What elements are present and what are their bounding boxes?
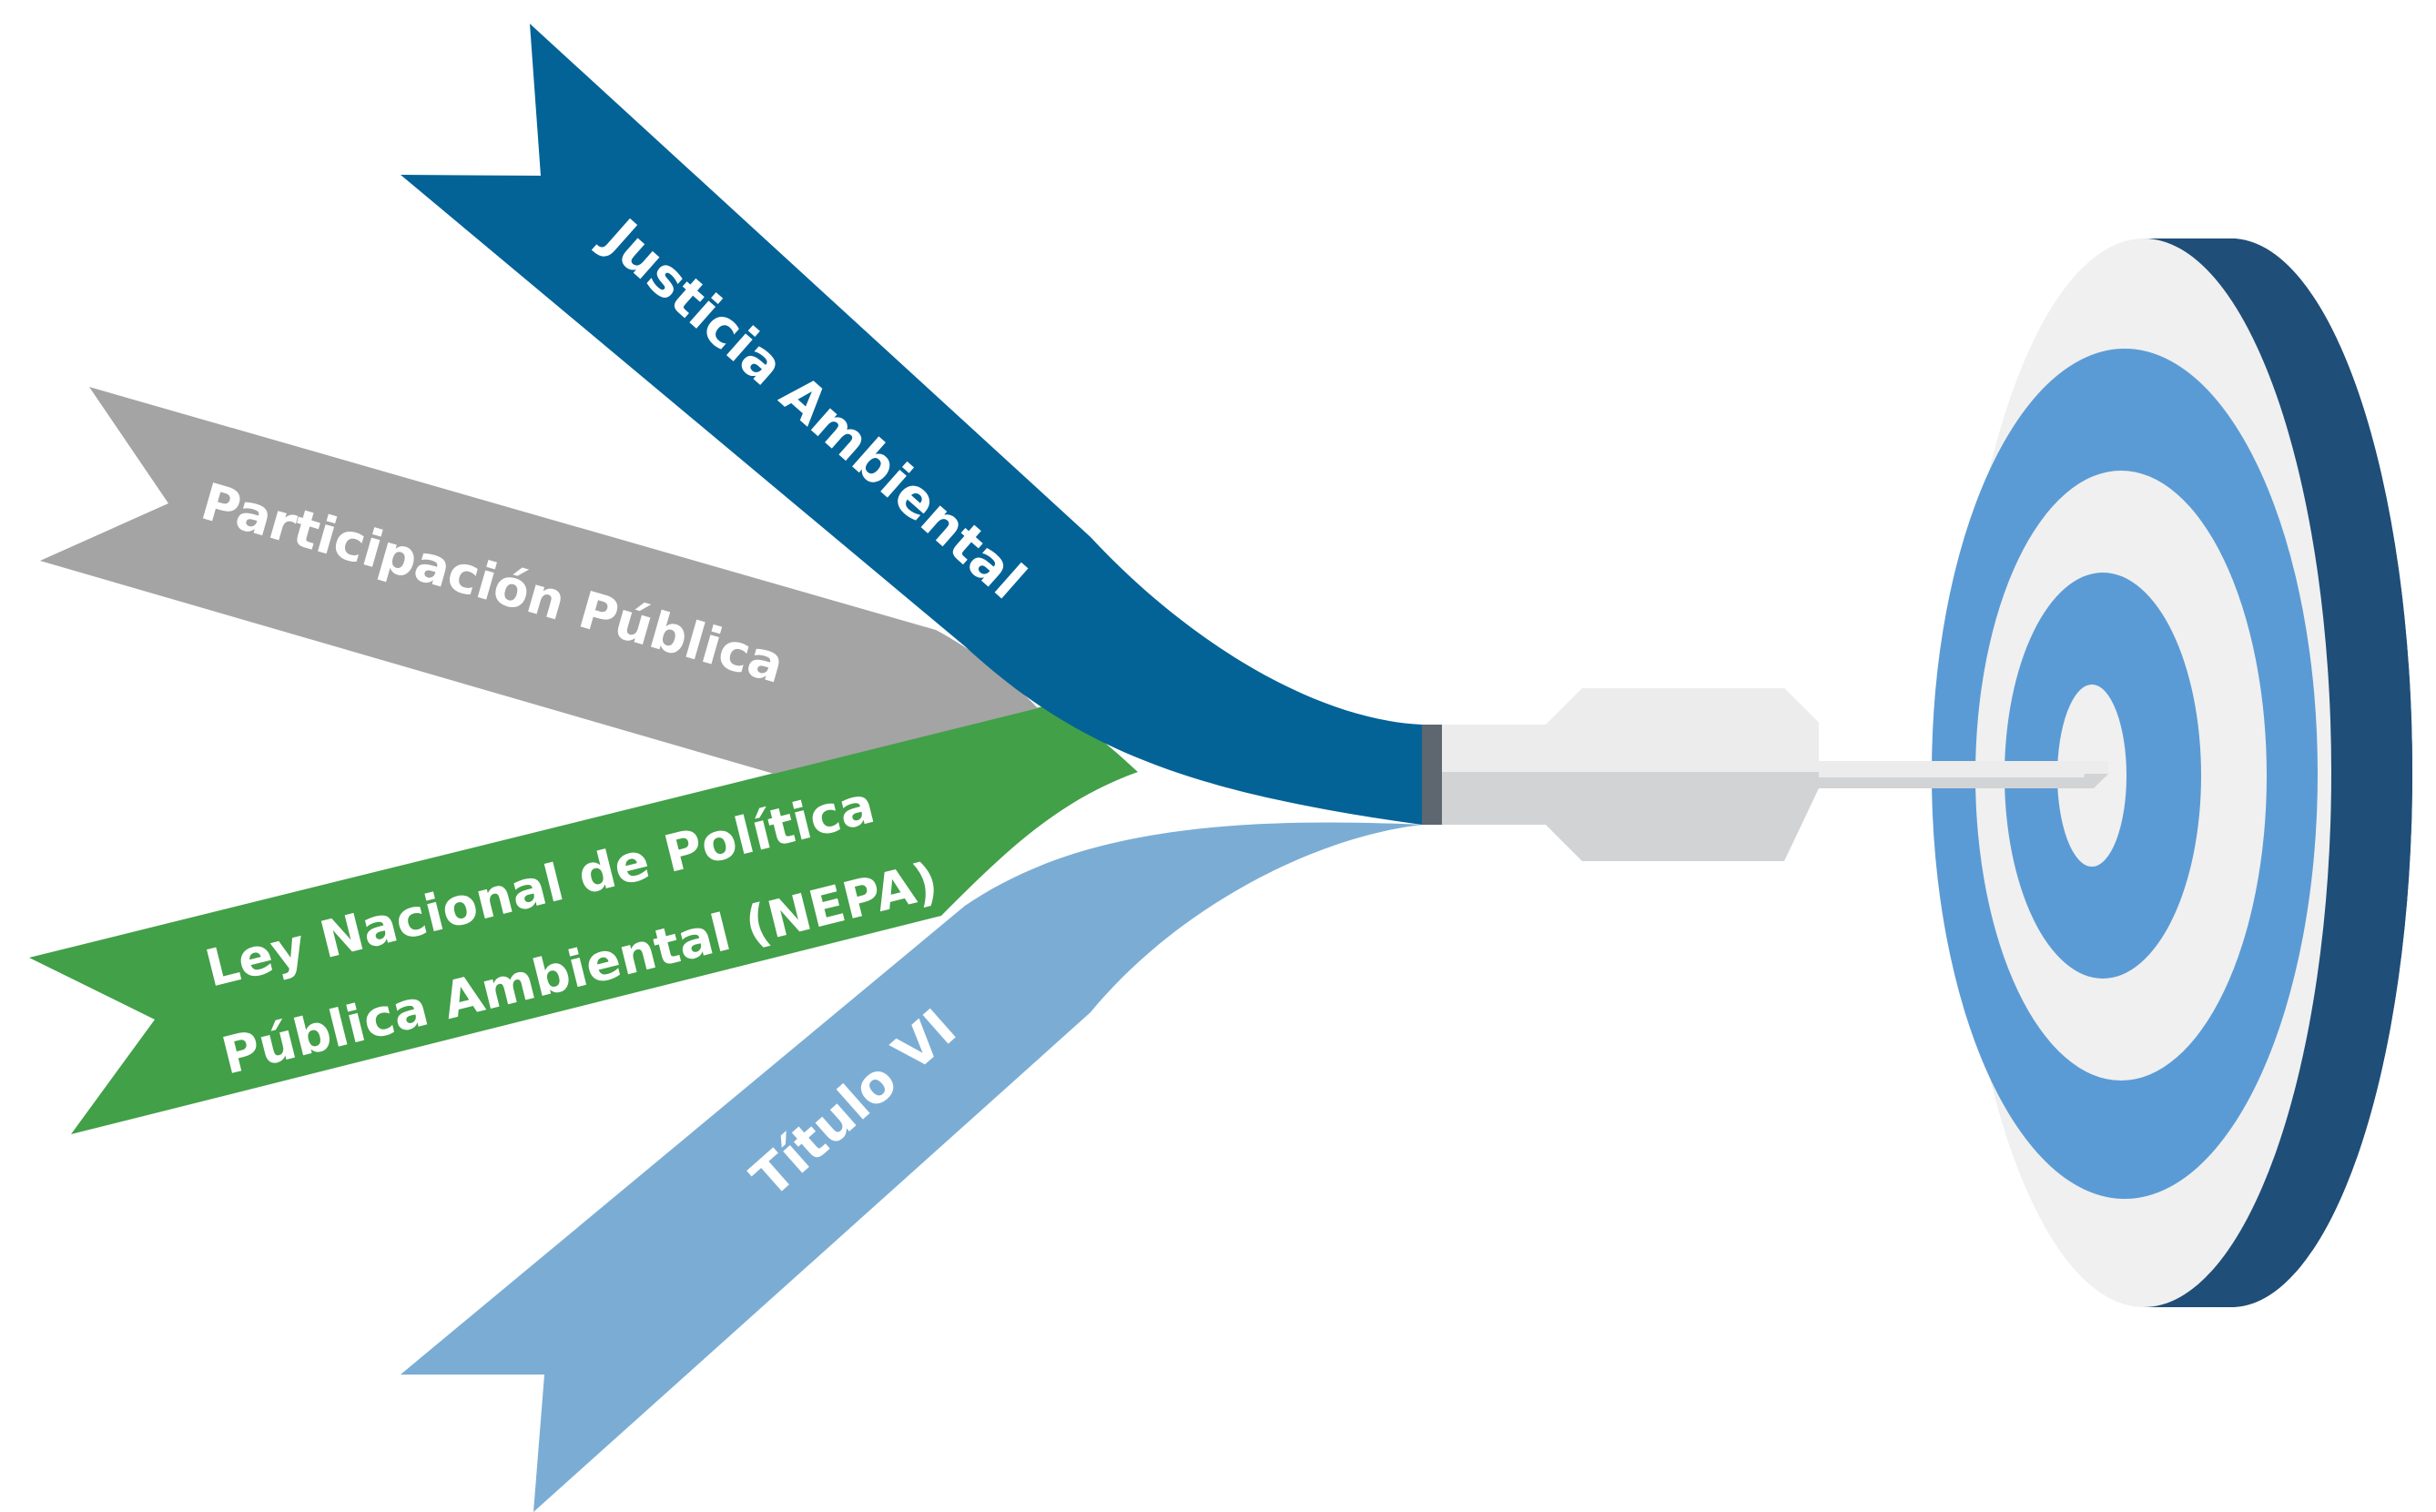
dart-shaft (1819, 761, 2108, 788)
flag-nepa-ribbon (29, 705, 1138, 1134)
dart-barrel-bottom (1582, 772, 1784, 861)
flag-justicia (401, 24, 1422, 825)
flag-titulo-vi (401, 822, 1422, 1512)
dart-barrel-top (1582, 688, 1784, 772)
flag-participacion-ribbon (40, 387, 1038, 774)
dart-neck-top (1442, 688, 1582, 772)
dart-body (1422, 688, 1819, 861)
flag-participacion (40, 387, 1038, 774)
flag-titulo-vi-ribbon (401, 822, 1422, 1512)
dart-collar (1422, 725, 1442, 825)
flag-justicia-ribbon (401, 24, 1422, 825)
dart-neck-bottom (1442, 772, 1582, 861)
target-board (1932, 238, 2412, 1307)
flag-nepa (29, 705, 1138, 1134)
dart-tip-taper-top (1784, 688, 1819, 772)
